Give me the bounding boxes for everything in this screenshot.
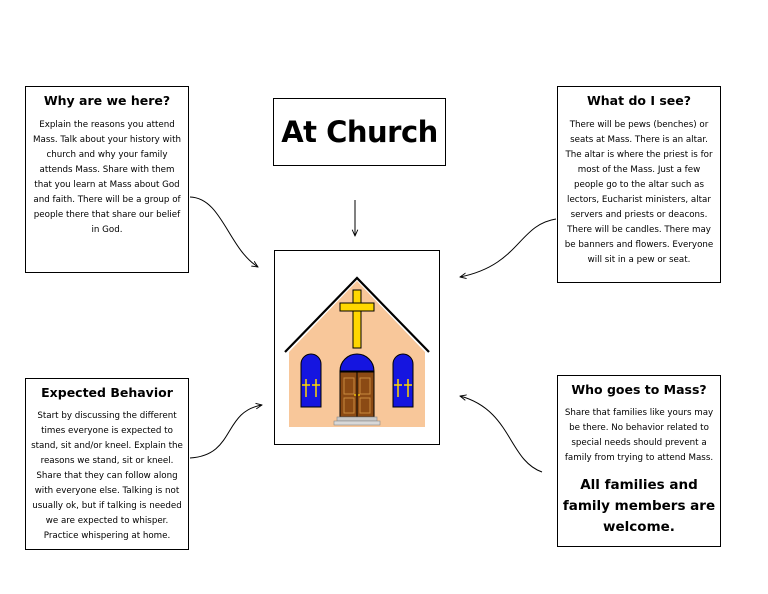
church-steps: [333, 416, 381, 426]
arrow-icon: [460, 396, 543, 473]
church-icon: [284, 276, 430, 427]
see-box: What do I see? There will be pews (bench…: [557, 86, 721, 283]
behavior-body: Start by discussing the different times …: [31, 411, 183, 541]
church-door: [339, 371, 375, 418]
who-box: Who goes to Mass? Share that families li…: [557, 375, 721, 547]
arch-window: [339, 353, 375, 372]
see-heading: What do I see?: [587, 93, 691, 108]
arrow-icon: [189, 405, 262, 459]
behavior-heading: Expected Behavior: [41, 385, 173, 400]
see-body: There will be pews (benches) or seats at…: [564, 120, 714, 265]
right-window: [392, 353, 414, 408]
title-box: At Church: [273, 98, 446, 166]
who-heading: Who goes to Mass?: [571, 382, 707, 397]
why-heading: Why are we here?: [43, 93, 171, 108]
why-box: Why are we here? Explain the reasons you…: [25, 86, 189, 273]
left-window: [300, 353, 322, 408]
church-image-box: [274, 250, 440, 445]
arrow-icon: [460, 218, 557, 277]
behavior-box: Expected Behavior Start by discussing th…: [25, 378, 189, 550]
page-title: At Church: [281, 115, 438, 149]
cross-icon: [339, 289, 375, 349]
arrow-icon: [189, 196, 258, 267]
why-body: Explain the reasons you attend Mass. Tal…: [33, 120, 181, 235]
who-body: Share that families like yours may be th…: [564, 408, 714, 463]
who-emphasis: All families and family members are welc…: [562, 477, 716, 535]
